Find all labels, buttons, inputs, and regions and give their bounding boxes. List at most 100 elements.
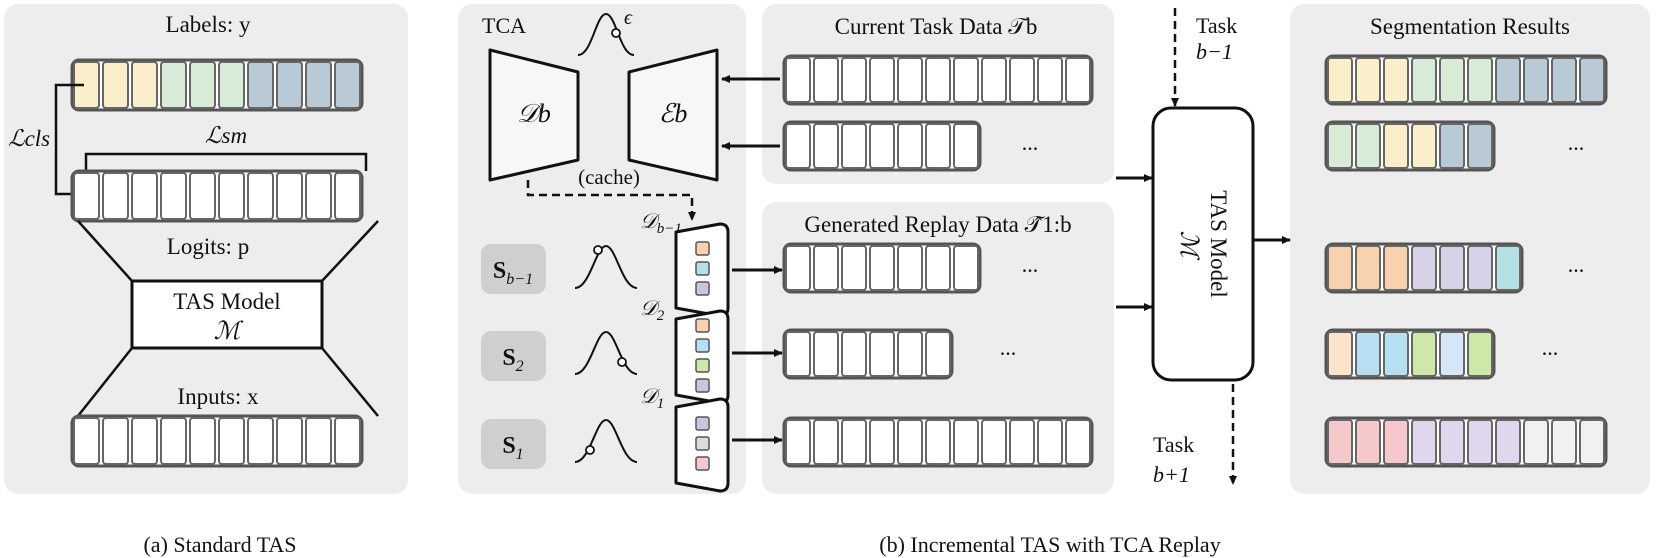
labels-row (70, 58, 364, 112)
frame-cell (1383, 419, 1409, 465)
frame-cell (953, 123, 979, 169)
frame-cell (897, 57, 923, 103)
stat-row: Sb−1𝒟b−1 (481, 209, 783, 318)
frame-cell (1355, 331, 1381, 377)
epsilon-label: ϵ (624, 7, 633, 29)
frame-cell (276, 61, 303, 109)
seg-ellipsis-2: ... (1568, 252, 1585, 277)
frame-cell (869, 245, 895, 291)
replay-data-row (782, 242, 982, 294)
cache-label: (cache) (578, 165, 640, 189)
frame-cell (1065, 419, 1091, 465)
inputs-row (70, 414, 364, 468)
frame-cell (841, 123, 867, 169)
frame-cell (160, 417, 187, 465)
frame-cell (953, 245, 979, 291)
replay-ellipsis-2: ... (1000, 335, 1017, 360)
segmentation-row (1324, 416, 1608, 468)
frame-cell (1439, 245, 1465, 291)
svg-text:TAS Model: TAS Model (1206, 190, 1231, 297)
stat-subscript: b−1 (506, 271, 533, 288)
frame-cell (869, 331, 895, 377)
frame-cell (841, 331, 867, 377)
logits-row (70, 169, 364, 223)
frame-cell (1467, 419, 1493, 465)
mini-frame-cell (695, 261, 710, 276)
frame-cell (897, 123, 923, 169)
frame-cell (1467, 245, 1493, 291)
frame-cell (1411, 245, 1437, 291)
frame-cell (869, 57, 895, 103)
frame-cell (73, 172, 100, 220)
frame-cell (785, 245, 811, 291)
frame-cell (925, 245, 951, 291)
frame-cell (841, 245, 867, 291)
frame-cell (1523, 419, 1549, 465)
current-task-title: Current Task Data 𝒯b (835, 14, 1038, 39)
frame-cell (981, 419, 1007, 465)
frame-cell (925, 419, 951, 465)
encoder-trapezoid (627, 48, 719, 182)
frame-cell (897, 419, 923, 465)
frame-cell (160, 61, 187, 109)
frame-cell (1327, 57, 1353, 103)
frame-cell (1551, 57, 1577, 103)
frame-cell (1579, 419, 1605, 465)
frame-cell (1495, 57, 1521, 103)
stat-subscript: 1 (516, 446, 524, 463)
frame-cell (953, 419, 979, 465)
frame-cell (813, 123, 839, 169)
frame-cell (925, 331, 951, 377)
mini-decoder-symbol: 𝒟 (640, 384, 661, 408)
frame-cell (334, 61, 361, 109)
tas-model-a-line2: ℳ (214, 318, 244, 345)
frame-cell (1579, 57, 1605, 103)
logits-strip (70, 169, 364, 223)
frame-cell (785, 123, 811, 169)
sample-dot (617, 357, 627, 367)
segmentation-title: Segmentation Results (1370, 14, 1570, 39)
task-prev-line2: b−1 (1196, 39, 1233, 64)
frame-cell (1383, 57, 1409, 103)
segmentation-row (1324, 242, 1524, 294)
frame-cell (1439, 57, 1465, 103)
stat-symbol: S (493, 258, 506, 284)
frame-cell (1467, 57, 1493, 103)
labels-title: Labels: y (166, 12, 251, 37)
frame-cell (1439, 419, 1465, 465)
replay-data-title: Generated Replay Data 𝒯̂1:b (804, 212, 1071, 237)
frame-cell (813, 419, 839, 465)
frame-cell (813, 245, 839, 291)
replay-ellipsis-1: ... (1022, 252, 1039, 277)
replay-data-row (782, 328, 954, 380)
mini-decoder-label: 𝒟2 (640, 296, 665, 324)
funnel-bottom-right (321, 347, 379, 417)
frame-cell (869, 123, 895, 169)
frame-cell (247, 417, 274, 465)
stat-symbol: S (502, 433, 515, 459)
frame-cell (218, 61, 245, 109)
frame-cell (1383, 331, 1409, 377)
frame-cell (897, 331, 923, 377)
tas-model-b-label: TAS Model ℳ (1175, 190, 1231, 297)
mini-decoder-symbol: 𝒟 (640, 296, 661, 320)
frame-cell (131, 61, 158, 109)
caption-a: (a) Standard TAS (143, 532, 296, 557)
seg-ellipsis-1: ... (1568, 130, 1585, 155)
frame-cell (981, 57, 1007, 103)
frame-cell (1439, 331, 1465, 377)
frame-cell (218, 172, 245, 220)
mini-frame-cell (695, 436, 710, 451)
stat-badge (481, 244, 546, 294)
stat-row: S1 𝒟1 (481, 384, 783, 493)
frame-cell (305, 417, 332, 465)
noise-gaussian-icon (577, 12, 635, 56)
mini-decoder-label: 𝒟1 (640, 384, 664, 412)
loss-sm-bracket (84, 152, 368, 171)
frame-cell (102, 417, 129, 465)
frame-cell (1009, 57, 1035, 103)
frame-cell (869, 419, 895, 465)
stat-label: S2 (502, 345, 523, 375)
frame-cell (1411, 123, 1437, 169)
frame-cell (334, 417, 361, 465)
